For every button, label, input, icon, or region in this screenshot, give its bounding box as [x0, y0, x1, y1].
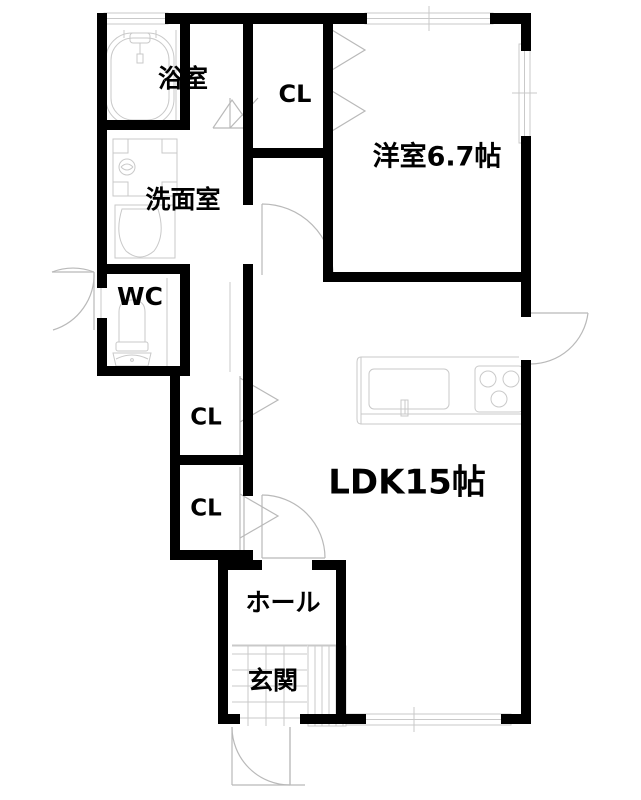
door-ldk-east-icon — [529, 312, 589, 365]
win-bath-top-icon — [103, 12, 169, 25]
ldk-east-door-gap — [519, 313, 530, 364]
room-label-closet-top: CL — [279, 80, 312, 108]
room-label-bath: 浴室 — [158, 64, 208, 93]
wall-hall-north-b — [312, 560, 346, 570]
wall-wc-west-top — [97, 272, 107, 288]
wall-bath-east — [180, 13, 190, 130]
wall-bath-south — [97, 120, 190, 130]
wall-corridor-west-top — [243, 13, 253, 130]
wall-hall-west — [218, 560, 228, 724]
wall-washroom-east — [243, 130, 253, 205]
wall-east-b — [521, 136, 531, 317]
wall-cl-top-south — [243, 148, 323, 158]
washing-machine-icon — [112, 138, 178, 197]
wall-washroom-south — [97, 264, 190, 274]
wall-east-a — [521, 13, 531, 51]
wall-stub-bath-se — [180, 120, 190, 130]
wall-genkan-south-b — [300, 714, 346, 724]
wall-closet-south — [170, 550, 253, 560]
door-wc-icon — [51, 267, 95, 331]
room-label-closet-low: CL — [190, 496, 222, 522]
room-label-ldk: LDK15帖 — [328, 463, 486, 503]
wall-sanitary-east — [180, 264, 190, 376]
room-label-bedroom: 洋室6.7帖 — [373, 141, 502, 173]
wall-genkan-south-a — [218, 714, 240, 724]
door-genkan-icon — [231, 726, 305, 786]
wall-wc-south — [97, 366, 190, 376]
room-label-genkan: 玄関 — [248, 666, 298, 695]
wall-east-c — [521, 360, 531, 724]
wall-corridor-west-bot — [243, 264, 253, 376]
wall-cl-top-east — [323, 13, 333, 158]
wash-basin-icon — [114, 204, 176, 259]
wall-closet-east-top — [243, 366, 253, 496]
wall-south-east — [501, 714, 531, 724]
wall-bedroom-south — [323, 272, 531, 282]
wall-stub-wc-nw — [97, 264, 107, 274]
wall-wc-west-bot — [97, 318, 107, 376]
wall-west-washroom — [97, 120, 107, 272]
wall-west-bath — [97, 13, 107, 129]
door-hall-ldk-icon — [261, 494, 326, 559]
kitchen-sink-icon — [368, 368, 450, 410]
wall-north-b — [165, 13, 367, 24]
room-label-hall: ホール — [245, 588, 320, 617]
wall-cl-divider — [170, 455, 243, 465]
room-labels: 浴室 洗面室 WC CL 洋室6.7帖 CL CL LDK15帖 ホール 玄関 — [117, 64, 501, 695]
wall-hall-east — [336, 560, 346, 724]
wall-south-mid — [336, 714, 366, 724]
room-label-closet-mid: CL — [190, 405, 222, 431]
wall-hall-north-a — [218, 560, 262, 570]
walls — [97, 13, 531, 724]
tile-floor-icon — [232, 645, 307, 726]
wall-bedroom-west — [323, 148, 333, 282]
room-label-wc: WC — [117, 282, 163, 311]
wall-north-c — [490, 13, 531, 24]
room-label-washroom: 洗面室 — [145, 185, 220, 214]
